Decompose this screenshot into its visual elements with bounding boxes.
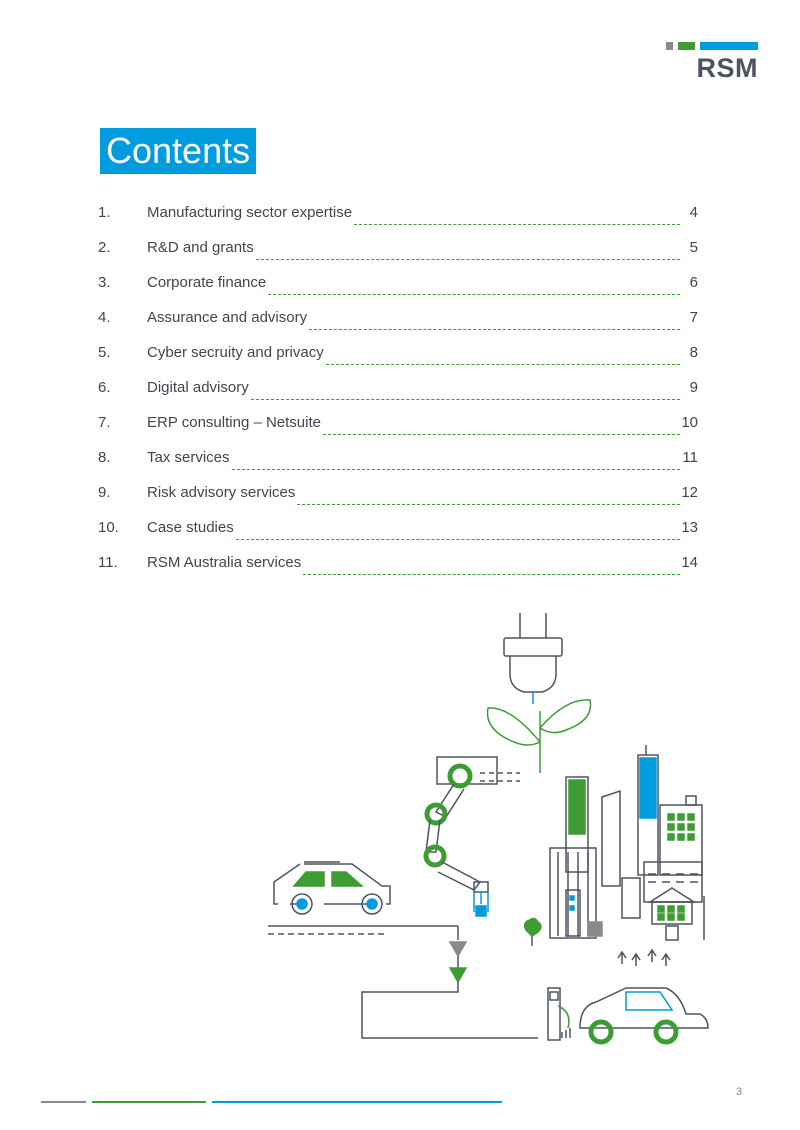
toc-item[interactable]: 9. Risk advisory services 12: [98, 481, 698, 505]
toc-label[interactable]: Assurance and advisory: [147, 309, 308, 326]
toc-entry: Tax services: [147, 446, 680, 470]
toc-page-number: 9: [689, 379, 698, 396]
toc-number: 11.: [98, 554, 118, 571]
toc-label[interactable]: RSM Australia services: [147, 554, 302, 571]
toc-label[interactable]: Corporate finance: [147, 274, 267, 291]
rsm-logo: RSM: [666, 40, 758, 83]
toc-number: 9.: [98, 484, 111, 501]
toc-number: 8.: [98, 449, 111, 466]
toc-label[interactable]: Risk advisory services: [147, 484, 296, 501]
toc-item[interactable]: 4. Assurance and advisory 7: [98, 306, 698, 330]
toc-page-number: 14: [681, 554, 698, 571]
plug-icon: [503, 613, 563, 704]
logo-bar-green: [678, 42, 695, 50]
toc-number: 5.: [98, 344, 111, 361]
toc-page-number: 5: [689, 239, 698, 256]
toc-number: 10.: [98, 519, 119, 536]
city-skyline-icon: [523, 745, 705, 966]
toc-entry: Corporate finance: [147, 271, 680, 295]
toc-label[interactable]: Manufacturing sector expertise: [147, 204, 353, 221]
toc-label[interactable]: Case studies: [147, 519, 234, 536]
footer-rule-grey: [41, 1101, 86, 1103]
toc-leader: [255, 242, 680, 260]
toc-number: 7.: [98, 414, 111, 431]
toc-number: 1.: [98, 204, 111, 221]
toc-page-number: 7: [689, 309, 698, 326]
toc-item[interactable]: 1. Manufacturing sector expertise 4: [98, 201, 698, 225]
toc-number: 4.: [98, 309, 111, 326]
toc-entry: Digital advisory: [147, 376, 680, 400]
toc-item[interactable]: 2. R&D and grants 5: [98, 236, 698, 260]
logo-bars: [666, 42, 758, 50]
toc-entry: Risk advisory services: [147, 481, 680, 505]
toc-label[interactable]: Cyber secruity and privacy: [147, 344, 324, 361]
logo-wordmark: RSM: [696, 53, 758, 83]
toc-number: 3.: [98, 274, 111, 291]
toc-entry: RSM Australia services: [147, 551, 680, 575]
logo-bar-grey: [666, 42, 673, 50]
ev-charging-icon: [547, 987, 709, 1045]
toc-page-number: 4: [689, 204, 698, 221]
toc-item[interactable]: 6. Digital advisory 9: [98, 376, 698, 400]
toc-entry: ERP consulting – Netsuite: [147, 411, 680, 435]
toc-page-number: 11: [682, 449, 698, 466]
logo-bar-blue: [700, 42, 758, 50]
toc-label[interactable]: R&D and grants: [147, 239, 254, 256]
toc-entry: Case studies: [147, 516, 680, 540]
toc-leader: [235, 522, 680, 540]
manufacturing-city-illustration: [268, 613, 709, 1045]
toc-number: 6.: [98, 379, 111, 396]
footer-rule-green: [92, 1101, 206, 1103]
toc-leader: [231, 452, 680, 470]
toc-label[interactable]: Tax services: [147, 449, 230, 466]
toc-label[interactable]: Digital advisory: [147, 379, 249, 396]
toc-page-number: 8: [689, 344, 698, 361]
toc-leader: [325, 347, 680, 365]
toc-entry: Cyber secruity and privacy: [147, 341, 680, 365]
process-arrows-icon: [361, 926, 538, 1039]
toc-label[interactable]: ERP consulting – Netsuite: [147, 414, 321, 431]
sprout-icon: [486, 699, 592, 773]
toc-entry: R&D and grants: [147, 236, 680, 260]
toc-page-number: 6: [689, 274, 698, 291]
toc-leader: [323, 417, 680, 435]
toc-item[interactable]: 3. Corporate finance 6: [98, 271, 698, 295]
toc-item[interactable]: 8. Tax services 11: [98, 446, 698, 470]
toc-leader: [309, 312, 680, 330]
page-title: Contents: [100, 128, 257, 174]
toc-entry: Manufacturing sector expertise: [147, 201, 680, 225]
toc-item[interactable]: 11. RSM Australia services 14: [98, 551, 698, 575]
toc-entry: Assurance and advisory: [147, 306, 680, 330]
toc-number: 2.: [98, 239, 111, 256]
suv-icon: [268, 861, 458, 935]
toc-item[interactable]: 5. Cyber secruity and privacy 8: [98, 341, 698, 365]
toc-item[interactable]: 10. Case studies 13: [98, 516, 698, 540]
toc-leader: [250, 382, 680, 400]
toc-page-number: 12: [681, 484, 698, 501]
footer-rule-blue: [212, 1101, 502, 1103]
toc-page-number: 13: [681, 519, 698, 536]
toc-leader: [268, 277, 680, 295]
toc-leader: [354, 207, 680, 225]
toc-page-number: 10: [681, 414, 698, 431]
robot-arm-icon: [423, 756, 520, 917]
toc-item[interactable]: 7. ERP consulting – Netsuite 10: [98, 411, 698, 435]
toc-leader: [297, 487, 680, 505]
toc-leader: [303, 557, 680, 575]
page-number: 3: [736, 1086, 743, 1098]
